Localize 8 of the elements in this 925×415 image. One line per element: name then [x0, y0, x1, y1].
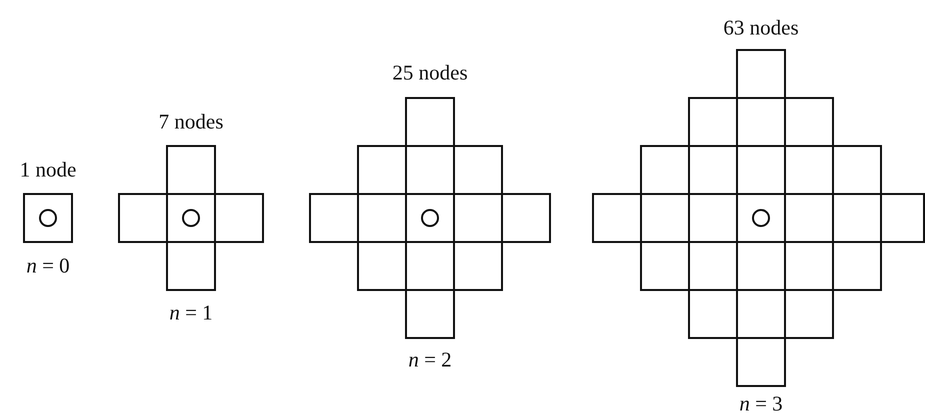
node-count-label: 25 nodes — [392, 62, 468, 84]
order-label: n = 3 — [739, 394, 783, 414]
order-label: n = 0 — [26, 256, 70, 276]
node-count-label: 63 nodes — [723, 18, 799, 38]
order-label: n = 2 — [408, 350, 452, 370]
node-count-label: 1 node — [20, 160, 76, 180]
order-label: n = 1 — [169, 302, 213, 324]
node-count-label: 7 nodes — [158, 112, 224, 132]
